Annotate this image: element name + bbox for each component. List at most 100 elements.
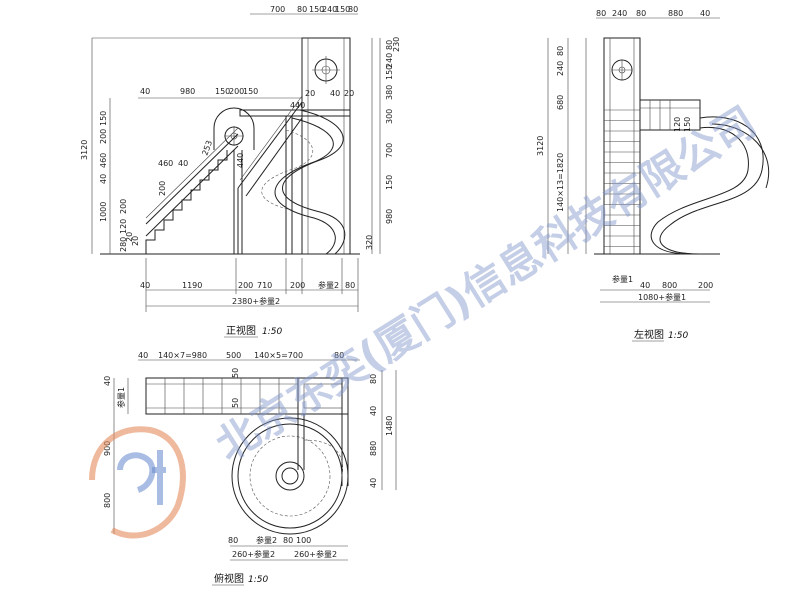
dim-text: 440 (290, 101, 305, 110)
dim-text: 150 (243, 87, 258, 96)
dim-text: 3120 (80, 140, 89, 160)
left-view-title: 左视图 (634, 328, 664, 341)
dim-text: 40 (140, 281, 150, 290)
dim-text: 280 (119, 237, 128, 252)
dim-text: 380 (385, 85, 394, 100)
dim-text: 300 (385, 109, 394, 124)
dim-text: 150 (385, 65, 394, 80)
dim-text: 230 (392, 37, 401, 52)
dim-text: 参量2 (318, 280, 339, 290)
dim-text: 500 (226, 351, 241, 360)
dim-text: 50 (231, 398, 240, 408)
dim-text: 980 (385, 209, 394, 224)
dim-text: 150 (385, 175, 394, 190)
dim-text: 80 (228, 536, 238, 545)
dim-text: 200 (238, 281, 253, 290)
dim-text: 1080+参量1 (638, 292, 686, 302)
front-view-title: 正视图 (226, 324, 256, 337)
dim-text: 2380+参量2 (232, 296, 280, 306)
dim-text: 460 (158, 159, 173, 168)
watermark-logo (89, 426, 186, 539)
dim-text: 40 (369, 478, 378, 488)
dim-text: 20 (131, 236, 140, 246)
top-stair-treads (146, 378, 298, 414)
dim-text: 20 (125, 232, 134, 242)
dim-text: 40 (138, 351, 148, 360)
dim-text: 40 (99, 174, 108, 184)
dim-text: 40 (178, 159, 188, 168)
front-dim-texts: 700 80 150 240 150 80 40 980 150 200 150… (80, 5, 401, 338)
dim-text: 800 (662, 281, 677, 290)
dim-text: 200 (698, 281, 713, 290)
dim-text: 240 (612, 9, 627, 18)
left-view-scale: 1:50 (668, 331, 688, 341)
dim-text: 200 (99, 129, 108, 144)
dim-text: 1190 (182, 281, 202, 290)
dim-text: 20 (305, 89, 315, 98)
dim-text: 40 (330, 89, 340, 98)
dim-text: 440 (236, 153, 245, 168)
dim-text: 100 (296, 536, 311, 545)
left-dimensions: 80 240 80 880 40 240 80 680 3120 140×13=… (536, 9, 720, 342)
dim-text: 参量1 (612, 274, 633, 284)
front-slide (282, 109, 346, 255)
top-dimensions: 40 140×7=980 500 140×5=700 80 40 参量1 900… (103, 351, 397, 586)
front-stairs (145, 150, 228, 254)
dim-text: 460 (99, 153, 108, 168)
left-view (594, 37, 770, 255)
dim-text: 240 (556, 61, 565, 76)
left-slide (659, 116, 764, 255)
dim-text: 参量1 (116, 387, 126, 408)
top-slide-outer (231, 417, 349, 535)
dim-text: 700 (270, 5, 285, 14)
top-view (145, 377, 349, 535)
dim-text: 700 (385, 143, 394, 158)
dim-text: 80 (283, 536, 293, 545)
dim-text: 80 (334, 351, 344, 360)
dim-text: 200 (119, 199, 128, 214)
dim-text: 710 (257, 281, 272, 290)
dim-text: 3120 (536, 136, 545, 156)
dim-text: 240 (322, 5, 337, 14)
dim-text: 140×7=980 (158, 351, 207, 360)
front-view-scale: 1:50 (262, 327, 282, 337)
dim-text: 260+参量2 (294, 549, 337, 559)
dim-text: 1000 (99, 202, 108, 222)
dim-text: 980 (180, 87, 195, 96)
dim-text: 260+参量2 (232, 549, 275, 559)
dim-text: 参量2 (256, 535, 277, 545)
dim-text: 40 (140, 87, 150, 96)
dim-text: 20 (344, 89, 354, 98)
dim-text: 80 (369, 374, 378, 384)
dim-text: 150 (309, 5, 324, 14)
dim-text: 80 (636, 9, 646, 18)
dim-text: 80 (385, 40, 394, 50)
dim-text: 240 (385, 53, 394, 68)
dim-text: 140×13=1820 (556, 153, 565, 212)
dim-text: 800 (103, 493, 112, 508)
dim-text: 40 (700, 9, 710, 18)
dim-text: 880 (668, 9, 683, 18)
dim-text: 80 (348, 5, 358, 14)
dim-text: 150 (99, 111, 108, 126)
dim-text: 50 (231, 368, 240, 378)
dim-text: 253 (200, 139, 214, 156)
top-slide-center (275, 461, 305, 491)
dim-text: 40 (640, 281, 650, 290)
top-view-scale: 1:50 (248, 575, 268, 585)
dim-text: 200 (158, 181, 167, 196)
dim-text: 150 (335, 5, 350, 14)
dim-text: 80 (596, 9, 606, 18)
front-arch (213, 107, 255, 150)
top-view-title: 俯视图 (214, 572, 244, 585)
front-view (100, 37, 360, 255)
dim-text: 40 (103, 376, 112, 386)
dim-text: 200 (290, 281, 305, 290)
dim-text: 40 (369, 406, 378, 416)
dim-text: 120 (673, 117, 682, 132)
dim-text: 200 (229, 87, 244, 96)
dim-text: 80 (556, 46, 565, 56)
dim-text: 320 (365, 235, 374, 250)
dim-text: 120 (119, 219, 128, 234)
